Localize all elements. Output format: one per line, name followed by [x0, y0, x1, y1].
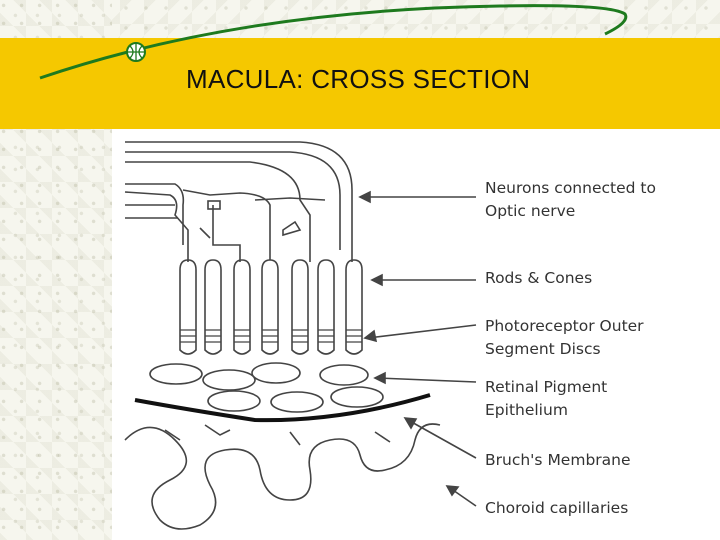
background-pattern-top	[0, 0, 720, 38]
label-choroid: Choroid capillaries	[485, 497, 628, 520]
label-choroid-line-1: Choroid capillaries	[485, 499, 629, 517]
label-neurons-line-1: Neurons connected to	[485, 179, 656, 197]
rods-and-cones	[179, 259, 363, 355]
label-pointers	[358, 190, 477, 507]
label-rpe-line-1: Retinal Pigment	[485, 378, 608, 396]
label-bruch: Bruch's Membrane	[485, 449, 631, 472]
label-rods-cones-line-1: Rods & Cones	[485, 269, 593, 287]
label-bruch-line-1: Bruch's Membrane	[485, 451, 631, 469]
slide-title: MACULA: CROSS SECTION	[186, 64, 531, 94]
label-rods-cones: Rods & Cones	[485, 267, 592, 290]
globe-icon	[126, 42, 146, 62]
bruch-membrane	[134, 393, 431, 423]
label-rpe-line-2: Epithelium	[485, 401, 568, 420]
macula-diagram	[124, 141, 477, 530]
label-photoreceptor: Photoreceptor Outer Segment Discs	[485, 315, 644, 362]
label-neurons-line-2: Optic nerve	[485, 202, 576, 221]
neuron-layer	[124, 141, 353, 262]
choroid-capillaries	[124, 423, 441, 530]
label-photoreceptor-line-1: Photoreceptor Outer	[485, 317, 644, 335]
label-photoreceptor-line-2: Segment Discs	[485, 340, 601, 359]
label-rpe: Retinal Pigment Epithelium	[485, 376, 607, 423]
rpe-cells	[149, 362, 384, 413]
label-neurons: Neurons connected to Optic nerve	[485, 177, 656, 224]
swoosh-decoration	[39, 4, 628, 80]
